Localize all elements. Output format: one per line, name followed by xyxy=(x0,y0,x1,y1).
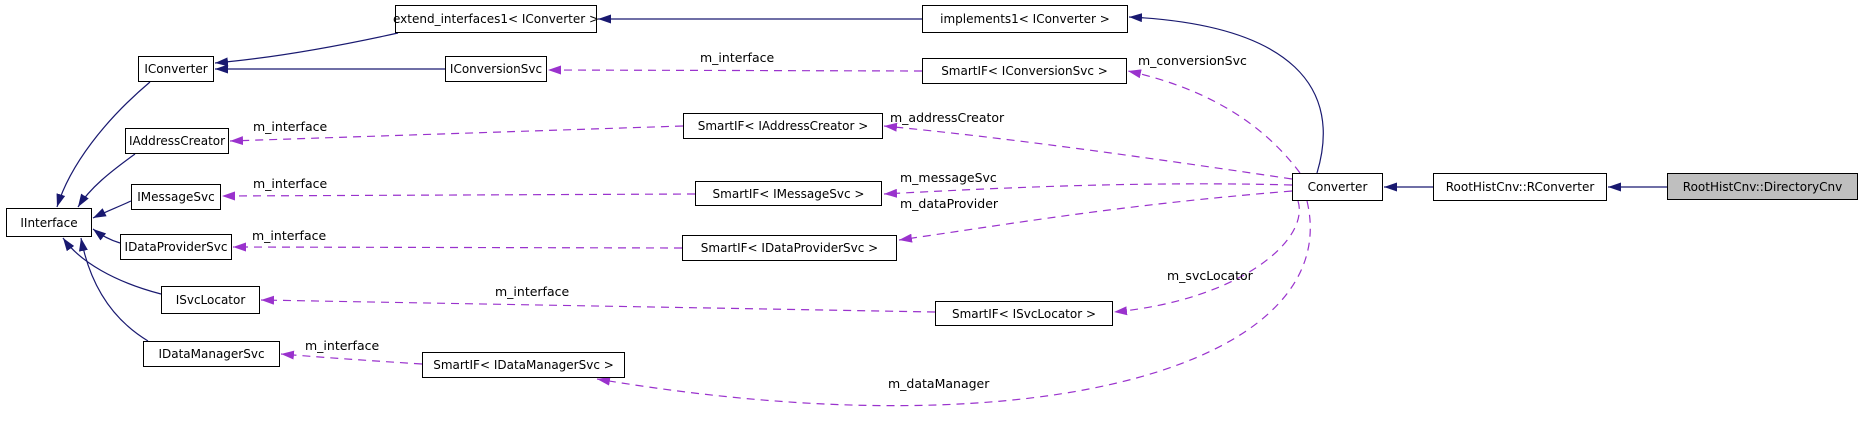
class-node-idataprovidersvc[interactable]: IDataProviderSvc xyxy=(120,234,232,260)
class-node-smartif-isvclocator[interactable]: SmartIF< ISvcLocator > xyxy=(935,301,1113,326)
class-node-implements1[interactable]: implements1< IConverter > xyxy=(922,5,1128,33)
usage-edge-converter-to-smartif-isvclocator xyxy=(1113,200,1300,316)
class-node-smartif-iaddresscreator[interactable]: SmartIF< IAddressCreator > xyxy=(683,113,883,139)
usage-edge-converter-to-smartif-iconversionsvc xyxy=(1127,69,1301,174)
usage-edge-smartif-iconversionsvc-to-iconversionsvc xyxy=(547,65,923,75)
inheritance-edge-converter-to-implements1 xyxy=(1128,13,1324,174)
inheritance-edge-extend-interfaces1-to-iconverter xyxy=(214,32,399,67)
class-node-converter[interactable]: Converter xyxy=(1292,173,1383,201)
class-node-imessagesvc[interactable]: IMessageSvc xyxy=(131,184,221,210)
class-node-iaddresscreator[interactable]: IAddressCreator xyxy=(125,128,229,154)
class-node-roothistcnv-directorycnv: RootHistCnv::DirectoryCnv xyxy=(1667,173,1858,200)
usage-edge-converter-to-smartif-iaddresscreator xyxy=(883,122,1293,180)
class-node-iconverter[interactable]: IConverter xyxy=(138,56,214,82)
inheritance-edge-isvclocator-to-iinterface xyxy=(62,237,162,295)
class-node-isvclocator[interactable]: ISvcLocator xyxy=(161,286,260,314)
class-node-iconversionsvc[interactable]: IConversionSvc xyxy=(445,56,547,82)
inheritance-edge-idataprovidersvc-to-iinterface xyxy=(92,228,121,244)
usage-edge-smartif-isvclocator-to-isvclocator xyxy=(260,295,936,313)
usage-edge-smartif-idataprovidersvc-to-idataprovidersvc xyxy=(232,242,683,252)
class-node-extend-interfaces1[interactable]: extend_interfaces1< IConverter > xyxy=(393,5,599,33)
inheritance-edge-iaddresscreator-to-iinterface xyxy=(77,153,136,208)
inheritance-edge-iconverter-to-iinterface xyxy=(56,81,151,208)
usage-edge-converter-to-smartif-imessagesvc xyxy=(883,183,1293,198)
class-node-smartif-iconversionsvc[interactable]: SmartIF< IConversionSvc > xyxy=(922,58,1127,84)
class-node-iinterface[interactable]: IInterface xyxy=(6,208,92,237)
class-node-smartif-idataprovidersvc[interactable]: SmartIF< IDataProviderSvc > xyxy=(682,235,897,261)
class-node-roothistcnv-rconverter[interactable]: RootHistCnv::RConverter xyxy=(1433,173,1607,201)
class-node-idatamanagersvc[interactable]: IDataManagerSvc xyxy=(143,341,280,367)
class-node-smartif-idatamanagersvc[interactable]: SmartIF< IDataManagerSvc > xyxy=(422,352,625,378)
usage-edge-smartif-imessagesvc-to-imessagesvc xyxy=(221,191,696,201)
usage-edge-smartif-iaddresscreator-to-iaddresscreator xyxy=(229,125,684,146)
class-node-smartif-imessagesvc[interactable]: SmartIF< IMessageSvc > xyxy=(695,181,882,206)
inheritance-edge-imessagesvc-to-iinterface xyxy=(92,200,132,219)
inheritance-edge-idatamanagersvc-to-iinterface xyxy=(78,237,149,342)
usage-edge-smartif-idatamanagersvc-to-idatamanagersvc xyxy=(280,350,423,365)
usage-edge-converter-to-smartif-idataprovidersvc xyxy=(898,190,1293,243)
